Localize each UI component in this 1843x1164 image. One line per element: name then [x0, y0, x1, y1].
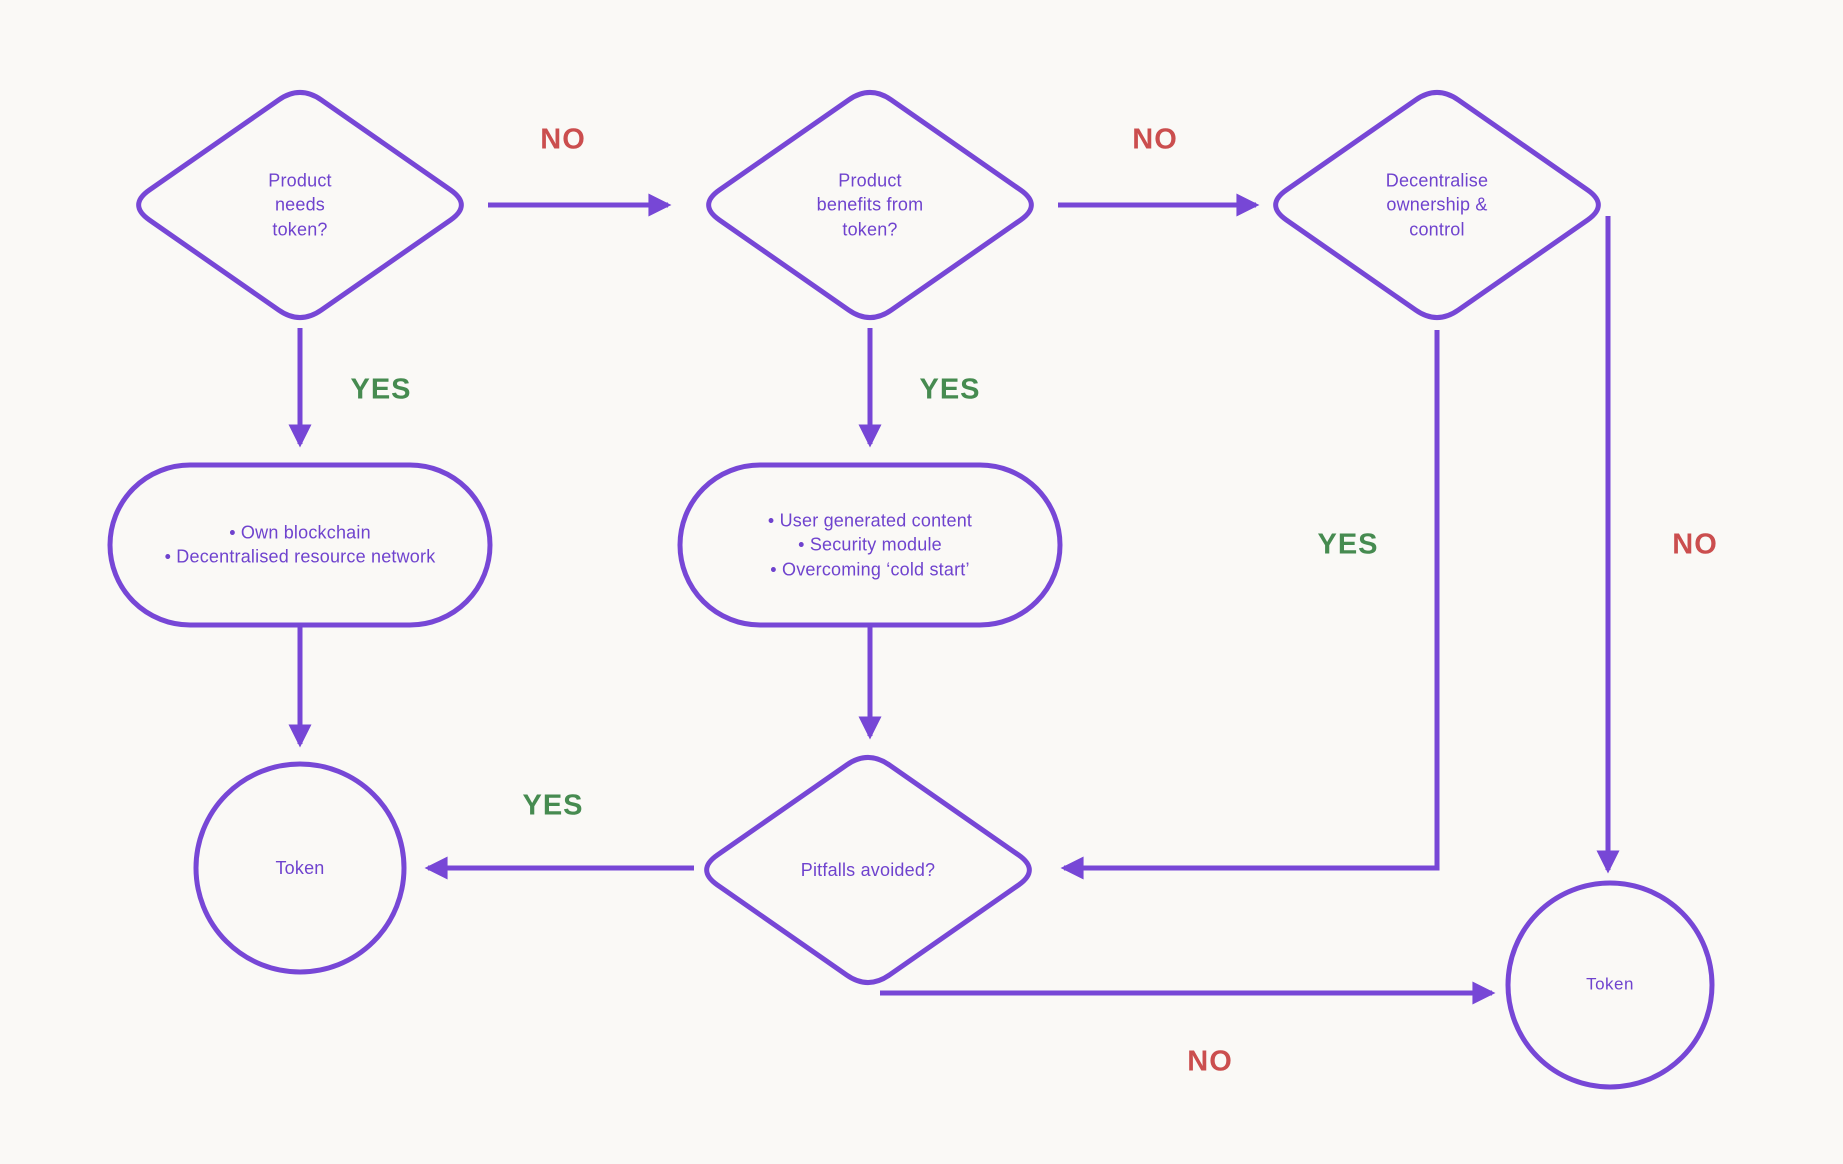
edge-label-needs-token-no: NO [540, 123, 586, 156]
decision-pitfalls-avoided-shape [704, 754, 1032, 986]
decision-product-needs-token-label: Product needs token? [268, 170, 332, 240]
edge-label-decentralise-no: NO [1672, 528, 1718, 561]
edge-label-decentralise-yes: YES [1317, 528, 1379, 561]
terminal-token-right-shape [1505, 880, 1715, 1090]
process-benefits-token-outcomes-label: • User generated content • Security modu… [767, 510, 973, 580]
edge-decentralise-yes-arrow [1060, 330, 1440, 880]
decision-pitfalls-avoided-label: Pitfalls avoided? [800, 859, 936, 880]
terminal-token-right-label: Token [1586, 974, 1634, 994]
decision-product-benefits-token-label: Product benefits from token? [816, 170, 924, 240]
decision-decentralise-ownership-shape [1273, 89, 1601, 321]
decision-product-benefits-token-shape [706, 89, 1034, 321]
edge-label-needs-token-yes: YES [350, 373, 412, 406]
edge-label-benefits-token-no: NO [1132, 123, 1178, 156]
process-needs-token-outcomes-label: • Own blockchain • Decentralised resourc… [164, 522, 436, 567]
edge-label-benefits-token-yes: YES [919, 373, 981, 406]
decision-decentralise-ownership-label: Decentralise ownership & control [1385, 170, 1489, 240]
edge-label-pitfalls-yes: YES [522, 789, 584, 822]
terminal-token-left-label: Token [275, 857, 325, 878]
edge-label-pitfalls-no: NO [1187, 1045, 1233, 1078]
terminal-token-left-shape [193, 761, 407, 975]
decision-product-needs-token-shape [136, 89, 464, 321]
